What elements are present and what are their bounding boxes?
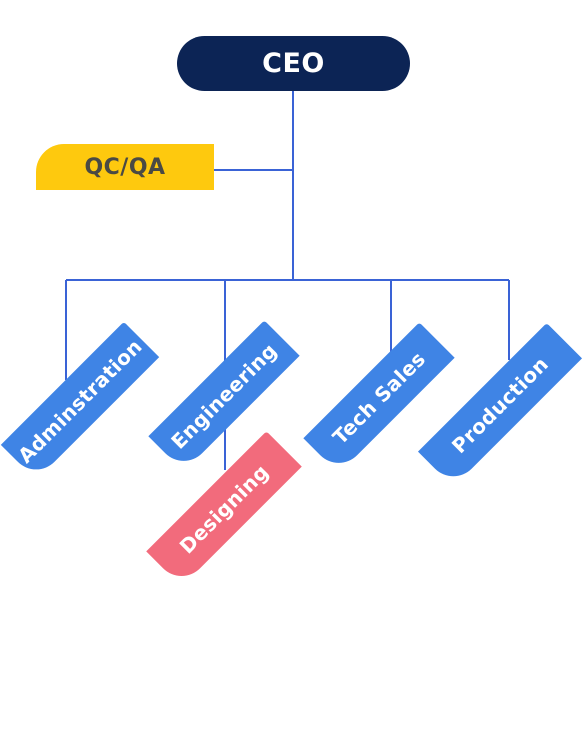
ceo-label: CEO xyxy=(262,48,325,79)
qcqa-node: QC/QA xyxy=(36,144,214,190)
qcqa-label: QC/QA xyxy=(84,154,166,180)
ceo-node: CEO xyxy=(177,36,410,91)
